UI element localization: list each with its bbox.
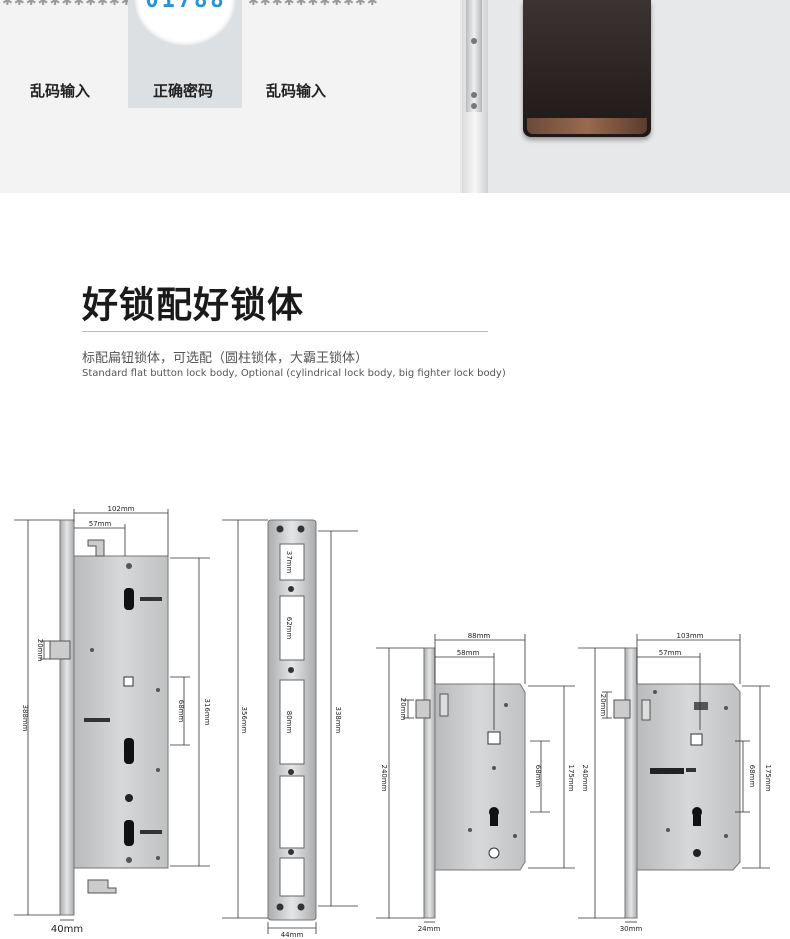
dim-plate-gap2: 62mm: [285, 617, 293, 640]
dim-plate-height: 356mm: [240, 707, 248, 734]
dim-plate-width: 44mm: [281, 931, 304, 939]
subtitle-english: Standard flat button lock body, Optional…: [82, 368, 506, 379]
lock-body-3: [613, 647, 741, 919]
dim-3-height: 240mm: [581, 765, 589, 792]
dim-2-center: 68mm: [534, 765, 542, 788]
dim-2-width: 88mm: [468, 632, 491, 640]
lock-body-diagrams: 102mm 57mm 388mm 20mm 316mm 68mm 40mm 37…: [14, 505, 772, 939]
dimension-lines-plate: [222, 519, 358, 934]
caption-random-right: 乱码输入: [266, 82, 327, 100]
dim-1-height: 388mm: [21, 705, 29, 732]
dim-2-latch: 20mm: [399, 698, 407, 721]
dim-1-body: 316mm: [203, 699, 211, 726]
keypad-digits: 01788: [145, 0, 227, 13]
caption-random-left: 乱码输入: [30, 82, 91, 100]
dim-2-backset: 58mm: [457, 649, 480, 657]
dim-2-thickness: 24mm: [418, 925, 441, 933]
dim-3-latch: 20mm: [599, 694, 607, 717]
dimension-labels-plate: 37mm 62mm 80mm 356mm 338mm 44mm: [240, 551, 342, 939]
lock-handle-photo: [523, 0, 651, 137]
strike-plate: [267, 519, 317, 921]
dim-3-backset: 57mm: [659, 649, 682, 657]
dim-3-body: 175mm: [764, 765, 772, 792]
dim-plate-gap1: 37mm: [285, 551, 293, 574]
section-title: 好锁配好锁体: [82, 285, 305, 326]
dim-3-center: 68mm: [748, 765, 756, 788]
handle-edge-highlight: [527, 118, 647, 134]
dimension-lines-3: [578, 634, 770, 923]
dim-2-height: 240mm: [380, 765, 388, 792]
dimension-lines-2: [376, 634, 575, 923]
dim-3-thickness: 30mm: [620, 925, 643, 933]
faceplate-photo: [466, 0, 482, 112]
dim-2-body: 175mm: [567, 765, 575, 792]
title-divider: [82, 331, 488, 332]
subtitle-chinese: 标配扁钮锁体，可选配（圆柱锁体，大霸王锁体）: [82, 351, 369, 366]
dim-1-width: 102mm: [108, 505, 135, 513]
asterisk-row-left: ✱✱✱✱✱✱✱✱✱✱✱: [2, 0, 133, 9]
dim-plate-span: 338mm: [334, 707, 342, 734]
caption-correct-password: 正确密码: [153, 82, 214, 100]
asterisk-row-right: ✱✱✱✱✱✱✱✱✱✱✱: [248, 0, 379, 9]
dim-plate-gap3: 80mm: [285, 711, 293, 734]
lock-body-1: [49, 519, 169, 916]
dimension-lines-1: [14, 509, 210, 921]
dim-1-thickness: 40mm: [51, 924, 83, 935]
dim-1-backset: 57mm: [89, 520, 112, 528]
dim-1-latch: 20mm: [36, 639, 44, 662]
dim-1-center: 68mm: [177, 700, 185, 723]
lock-body-2: [415, 647, 526, 919]
dimension-labels-3: 103mm 57mm 240mm 20mm 175mm 68mm 30mm: [581, 632, 772, 933]
dimension-labels-1: 102mm 57mm 388mm 20mm 316mm 68mm 40mm: [21, 505, 211, 935]
dimension-labels-2: 88mm 58mm 240mm 20mm 175mm 68mm 24mm: [380, 632, 575, 933]
dim-3-width: 103mm: [677, 632, 704, 640]
